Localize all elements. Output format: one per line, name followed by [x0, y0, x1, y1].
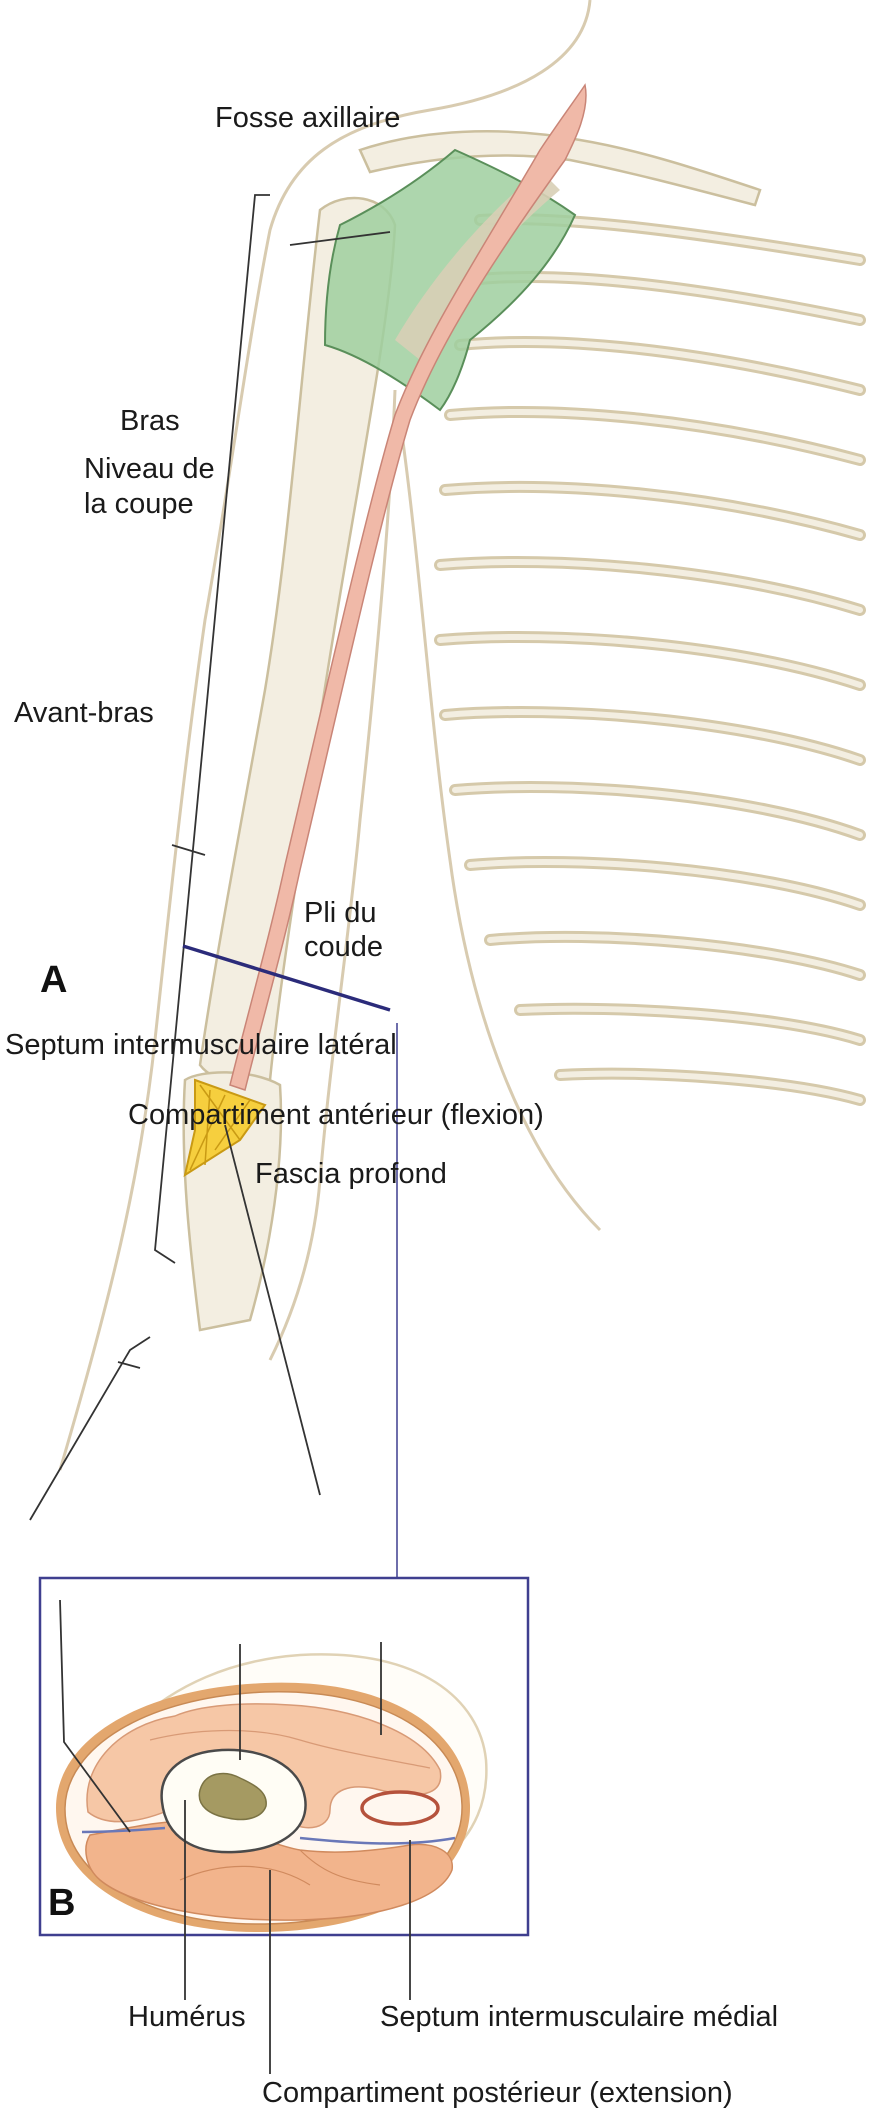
label-bras: Bras — [120, 405, 180, 437]
panel-label-a: A — [40, 959, 67, 1001]
label-niveau-de: Niveau de — [84, 453, 215, 485]
label-septum-medial: Septum intermusculaire médial — [380, 2001, 778, 2033]
label-la-coupe: la coupe — [84, 488, 194, 520]
label-avant-bras: Avant-bras — [14, 697, 154, 729]
label-fosse-axillaire: Fosse axillaire — [215, 102, 400, 134]
label-fascia-profond: Fascia profond — [255, 1158, 447, 1190]
neurovascular-bundle — [362, 1792, 438, 1824]
label-humerus: Humérus — [128, 2001, 246, 2033]
label-pli-du: Pli du — [304, 897, 377, 929]
panel-a-illustration — [60, 0, 860, 1470]
label-coude: coude — [304, 931, 383, 963]
label-compartiment-anterieur: Compartiment antérieur (flexion) — [128, 1099, 544, 1131]
label-septum-lateral: Septum intermusculaire latéral — [5, 1029, 397, 1061]
panel-label-b: B — [48, 1882, 75, 1924]
label-compartiment-posterieur: Compartiment postérieur (extension) — [262, 2077, 733, 2109]
rib-cage-highlight — [440, 219, 860, 1100]
cross-section — [56, 1654, 486, 1932]
